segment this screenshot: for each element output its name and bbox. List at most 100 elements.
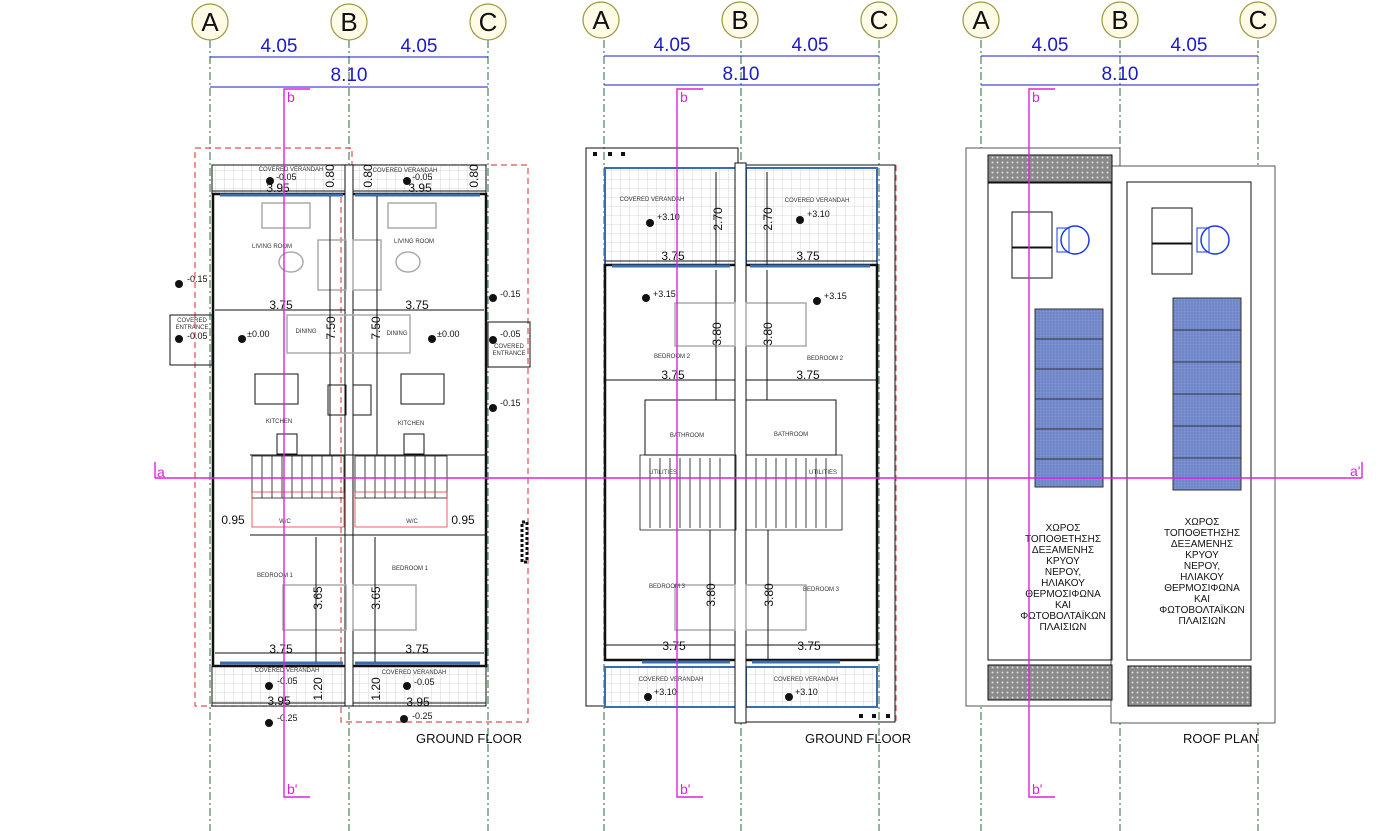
room-label: BEDROOM 2: [654, 354, 691, 360]
room-label: W/C: [406, 519, 418, 525]
note-line: ΦΩΤΟΒΟΛΤΑΪΚΩΝ: [1020, 610, 1106, 622]
dimension-label: 3.95: [406, 695, 430, 709]
room-label: BEDROOM 3: [649, 584, 686, 590]
room-label: COVERED VERANDAH: [259, 167, 324, 173]
section-b-label: b: [287, 89, 295, 105]
room-label: COVERED VERANDAH: [255, 668, 320, 674]
room-label: COVERED: [177, 318, 207, 324]
level-label: +3.15: [653, 289, 676, 299]
level-label: +3.10: [795, 687, 818, 697]
dimension-label: 3.75: [269, 642, 293, 656]
room-label: COVERED VERANDAH: [373, 168, 438, 174]
level-label: -0.05: [412, 172, 433, 182]
dim-total: 8.10: [723, 64, 760, 85]
dimension-label: 3.75: [661, 368, 685, 382]
note-line: ΝΕΡΟΥ,: [1184, 561, 1220, 572]
water-tank-icon: [1011, 207, 1230, 279]
room-label: COVERED: [494, 344, 524, 350]
dimension-label: 3.75: [662, 639, 686, 653]
dimension-label: 3.65: [311, 586, 325, 610]
note-line: ΠΛΑΙΣΙΩΝ: [1039, 622, 1086, 633]
dimension-label: 2.70: [761, 207, 775, 231]
dim-half: 4.05: [261, 36, 298, 57]
room-label: BEDROOM 2: [807, 356, 844, 362]
overall-dimensions: 4.05 4.05 8.10 4.05 4.05 8.10 4.05 4.05 …: [210, 35, 1258, 88]
room-label: W/C: [279, 519, 291, 525]
dimension-label: 2.70: [711, 207, 725, 231]
dim-total: 8.10: [331, 65, 368, 86]
note-line: ΝΕΡΟΥ,: [1045, 567, 1081, 578]
level-label: -0.15: [500, 398, 521, 408]
room-label: UTILITIES: [809, 470, 837, 476]
dimension-label: 3.75: [796, 368, 820, 382]
room-label: BEDROOM 3: [803, 587, 840, 593]
level-label: -0.15: [187, 274, 208, 284]
note-line: ΔΕΞΑΜΕΝΗΣ: [1171, 539, 1233, 550]
dimension-label: 3.75: [797, 639, 821, 653]
plan-title: GROUND FLOOR: [805, 731, 911, 746]
dimension-label: 3.95: [408, 181, 432, 195]
dimension-label: 0.80: [323, 164, 337, 188]
dimension-label: 3.95: [266, 181, 290, 195]
level-label: -0.25: [412, 711, 433, 721]
axis-label-b: B: [1111, 5, 1128, 35]
room-label: COVERED VERANDAH: [785, 198, 850, 204]
axis-label-c: C: [870, 5, 889, 35]
room-label: ENTRANCE: [492, 351, 525, 357]
axis-label-c: C: [479, 7, 498, 37]
dimension-label: 3.80: [704, 583, 718, 607]
section-b-prime-label: b': [680, 781, 690, 797]
dim-half: 4.05: [792, 35, 829, 56]
dim-half: 4.05: [654, 35, 691, 56]
dimension-label: 0.95: [451, 513, 475, 527]
section-b-label: b: [1032, 89, 1040, 105]
axis-label-a: A: [972, 5, 990, 35]
room-label: KITCHEN: [266, 419, 292, 425]
room-label: KITCHEN: [398, 421, 424, 427]
level-label: -0.05: [414, 677, 435, 687]
room-label: DINING: [387, 331, 408, 337]
room-label: DINING: [296, 329, 317, 335]
room-label: LIVING ROOM: [394, 239, 434, 245]
dimension-label: 3.95: [267, 694, 291, 708]
room-label: COVERED VERANDAH: [774, 677, 839, 683]
level-label: -0.25: [277, 713, 298, 723]
note-line: ΤΟΠΟΘΕΤΗΣΗΣ: [1025, 534, 1101, 545]
note-line: ΠΛΑΙΣΙΩΝ: [1178, 616, 1225, 627]
plan-title: ROOF PLAN: [1183, 731, 1258, 746]
room-label: UTILITIES: [649, 470, 677, 476]
dimension-label: 3.75: [405, 298, 429, 312]
section-lines: a a' b b b b' b' b': [154, 88, 1363, 798]
section-a-prime-label: a': [1350, 463, 1360, 479]
dimension-label: 3.75: [661, 249, 685, 263]
note-line: ΔΕΞΑΜΕΝΗΣ: [1032, 545, 1094, 556]
note-line: ΚΡΥΟΥ: [1046, 556, 1080, 567]
dimension-label: 7.50: [369, 316, 383, 340]
note-line: ΚΡΥΟΥ: [1185, 550, 1219, 561]
dimension-label: 3.75: [796, 249, 820, 263]
level-label: +3.10: [654, 687, 677, 697]
dimension-label: 0.80: [467, 164, 481, 188]
room-label: BEDROOM 1: [257, 573, 294, 579]
axis-label-b: B: [340, 7, 357, 37]
room-label: LIVING ROOM: [252, 244, 292, 250]
room-label: ENTRANCE: [175, 325, 208, 331]
room-label: BATHROOM: [670, 433, 704, 439]
dimension-label: 3.80: [710, 322, 724, 346]
note-line: ΦΩΤΟΒΟΛΤΑΪΚΩΝ: [1159, 604, 1245, 616]
axis-label-c: C: [1249, 5, 1268, 35]
room-label: COVERED VERANDAH: [620, 197, 685, 203]
level-label: -0.05: [277, 676, 298, 686]
dimension-label: 3.65: [369, 586, 383, 610]
note-line: ΚΑΙ: [1194, 594, 1210, 605]
dimension-label: 3.80: [761, 322, 775, 346]
level-label: ±0.00: [437, 329, 459, 339]
dimension-label: 3.75: [269, 298, 293, 312]
dim-total: 8.10: [1102, 64, 1139, 85]
room-label: COVERED VERANDAH: [639, 677, 704, 683]
plan-title: GROUND FLOOR: [416, 731, 522, 746]
dim-half: 4.05: [1032, 35, 1069, 56]
note-line: ΧΩΡΟΣ: [1185, 517, 1220, 528]
roof-plan: ΧΩΡΟΣ ΤΟΠΟΘΕΤΗΣΗΣ ΔΕΞΑΜΕΝΗΣ ΚΡΥΟΥ ΝΕΡΟΥ,…: [965, 147, 1276, 746]
section-b-prime-label: b': [1032, 781, 1042, 797]
